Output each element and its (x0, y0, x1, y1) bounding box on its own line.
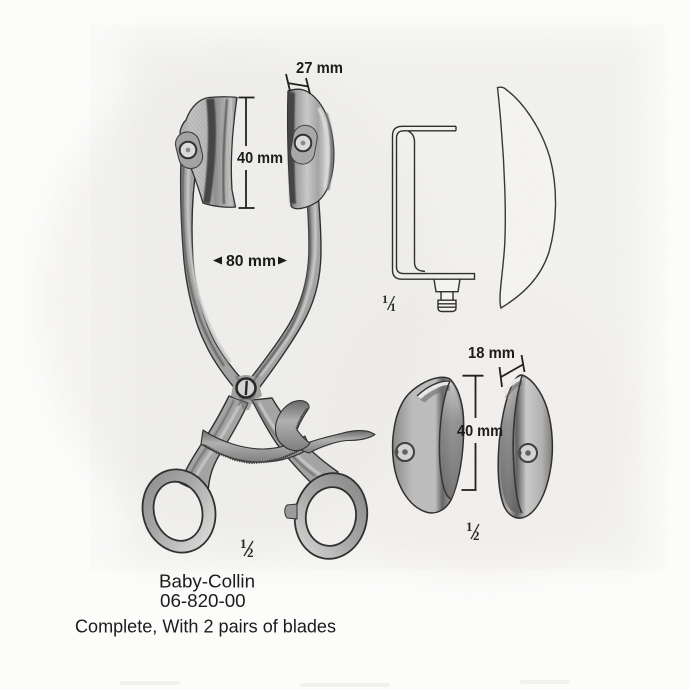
svg-text:Complete, With 2 pairs of blad: Complete, With 2 pairs of blades (75, 615, 336, 636)
svg-text:Baby-Collin: Baby-Collin (159, 571, 255, 592)
svg-text:06-820-00: 06-820-00 (160, 590, 246, 611)
